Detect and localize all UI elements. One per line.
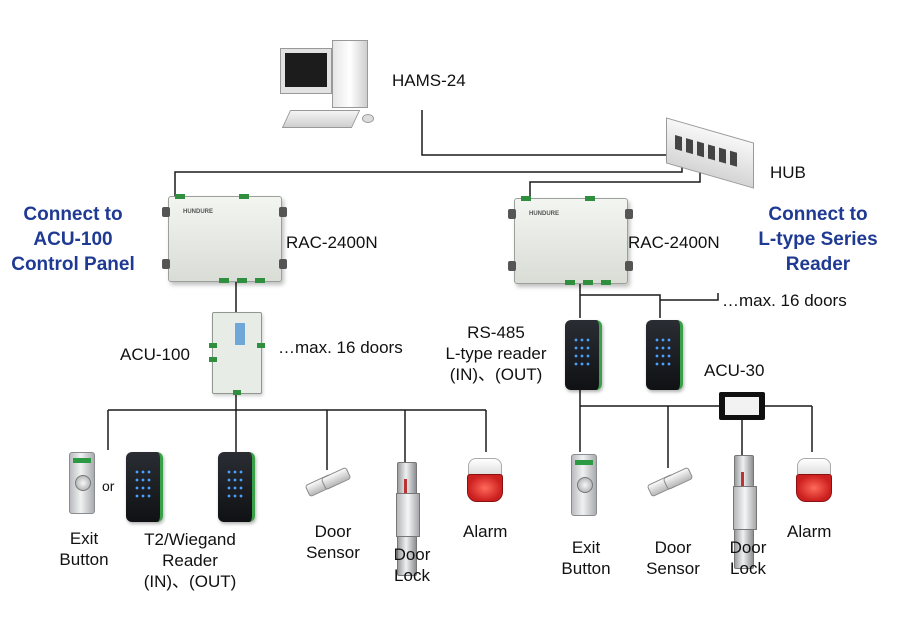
door-sensor-right-icon [646,466,694,498]
acu-30-label: ACU-30 [704,361,765,380]
or-label: or [102,478,115,494]
tower-icon [332,40,368,108]
t2-reader-a-icon [126,452,163,522]
rac-2400n-right-icon: HUNDURE [508,196,633,285]
rac-right-label: RAC-2400N [628,233,720,252]
wire-hub-rac-right [529,170,701,198]
exit-button-right-icon [571,454,597,516]
l-type-reader-out-icon [646,320,683,390]
alarm-right-label: Alarm [787,522,832,541]
max-doors-left: …max. 16 doors [278,338,403,357]
door-lock-right-icon [733,455,757,569]
wire-pc-hub [421,110,668,156]
t2-reader-b-icon [218,452,255,522]
alarm-left-label: Alarm [463,522,508,541]
keyboard-icon [281,110,361,128]
door-sensor-left-icon [304,466,352,498]
door-lock-left-icon [396,462,420,576]
alarm-right-icon [793,458,833,502]
acu-30-icon [719,392,765,420]
rac-2400n-left-icon: HUNDURE [162,194,287,283]
mouse-icon [362,114,374,123]
acu-100-label: ACU-100 [120,345,190,364]
l-type-reader-in-icon [565,320,602,390]
hams-label: HAMS-24 [392,71,466,90]
alarm-left-icon [464,458,504,502]
acu-100-icon [209,312,265,395]
monitor-icon [280,48,332,94]
computer-icon [280,40,380,132]
hub-label: HUB [770,163,806,182]
rac-left-label: RAC-2400N [286,233,378,252]
exit-button-left-icon [69,452,95,514]
max-doors-right: …max. 16 doors [722,291,847,310]
wire-hub-rac-left [174,166,683,198]
